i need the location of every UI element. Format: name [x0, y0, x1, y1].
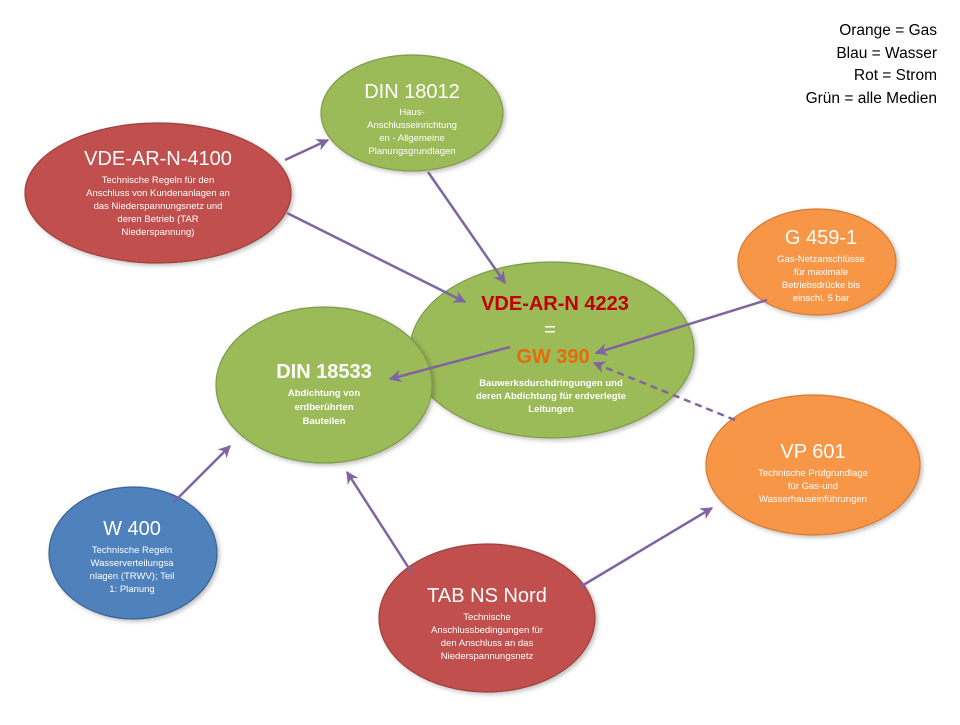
- din18533-line-2: erdberührten: [294, 402, 353, 413]
- arrow-vde4100-to-din18012: [284, 138, 330, 162]
- g459-line-4: einschl. 5 bar: [793, 293, 850, 304]
- center-line-1: Bauwerksdurchdringungen und: [479, 378, 623, 389]
- legend-line-power: Rot = Strom: [853, 67, 937, 84]
- node-tabns: [378, 543, 596, 693]
- din18533-line-3: Bauteilen: [303, 416, 346, 427]
- w400-line-1: Technische Regeln: [92, 545, 172, 556]
- tabns-line-1: Technische: [463, 612, 511, 623]
- arrow-vde4100-to-center: [286, 211, 467, 304]
- node-w400: [48, 486, 218, 620]
- vde4100-line-5: Niederspannung): [122, 227, 195, 238]
- legend-line-all-media: Grün = alle Medien: [805, 89, 937, 107]
- arrow-w400-to-din18533: [172, 445, 231, 504]
- din18012-line-2: Anschlusseinrichtung: [367, 120, 457, 131]
- w400-line-2: Wasserverteilungsa: [90, 558, 174, 569]
- tabns-line-3: den Anschluss an das: [441, 638, 534, 649]
- vp601-title: VP 601: [780, 441, 845, 463]
- center-title: VDE-AR-N 4223: [481, 293, 629, 315]
- arrow-tabns-to-vp601: [579, 506, 714, 589]
- g459-line-2: für maximale: [794, 267, 848, 278]
- legend-line-gas: Orange = Gas: [839, 22, 937, 39]
- node-g459: [737, 208, 897, 316]
- w400-title: W 400: [103, 518, 161, 540]
- vde4100-line-4: deren Betrieb (TAR: [117, 214, 198, 225]
- w400-line-3: nlagen (TRWV); Teil: [90, 571, 175, 582]
- arrow-g459-to-center: [594, 298, 768, 356]
- g459-line-3: Betriebsdrücke bis: [782, 280, 860, 291]
- din18012-title: DIN 18012: [364, 81, 460, 103]
- vde4100-line-2: Anschluss von Kundenanlagen an: [86, 188, 230, 199]
- w400-line-4: 1: Planung: [109, 584, 154, 595]
- g459-title: G 459-1: [785, 227, 857, 249]
- vde4100-line-1: Technische Regeln für den: [102, 175, 215, 186]
- vp601-line-3: Wasserhauseinführungen: [759, 494, 867, 505]
- tabns-line-2: Anschlussbedingungen für: [431, 625, 543, 636]
- din18012-line-4: Planungsgrundlagen: [368, 146, 455, 157]
- vde4100-line-3: das Niederspannungsnetz und: [94, 201, 223, 212]
- legend-line-water: Blau = Wasser: [836, 44, 937, 62]
- vp601-line-2: für Gas-und: [788, 481, 838, 492]
- center-line-3: Leitungen: [528, 404, 574, 415]
- din18533-title: DIN 18533: [276, 361, 372, 383]
- arrow-din18012-to-center: [426, 171, 507, 285]
- tabns-line-4: Niederspannungsnetz: [441, 651, 534, 662]
- tabns-title: TAB NS Nord: [427, 585, 547, 607]
- center-line-2: deren Abdichtung für erdverlegte: [476, 391, 626, 402]
- center-subtitle: GW 390: [516, 346, 589, 368]
- din18012-line-3: en - Allgemeine: [379, 133, 444, 144]
- node-vp601: [705, 394, 921, 536]
- color-legend: Orange = Gas Blau = Wasser Rot = Strom G…: [806, 20, 937, 110]
- node-vde4100: [24, 122, 292, 264]
- arrow-tabns-to-din18533: [345, 470, 414, 574]
- arrow-center-to-din18533: [388, 345, 511, 383]
- g459-line-1: Gas-Netzanschlüsse: [777, 254, 865, 265]
- node-din18533: [215, 306, 433, 464]
- vde4100-title: VDE-AR-N-4100: [84, 148, 232, 170]
- vp601-line-1: Technische Prüfgrundlage: [758, 468, 868, 479]
- node-din18012: [320, 54, 504, 172]
- din18012-line-1: Haus-: [399, 107, 424, 118]
- arrow-vp601-to-center: [592, 361, 736, 422]
- center-equals: =: [544, 319, 556, 341]
- din18533-line-1: Abdichtung von: [288, 388, 360, 399]
